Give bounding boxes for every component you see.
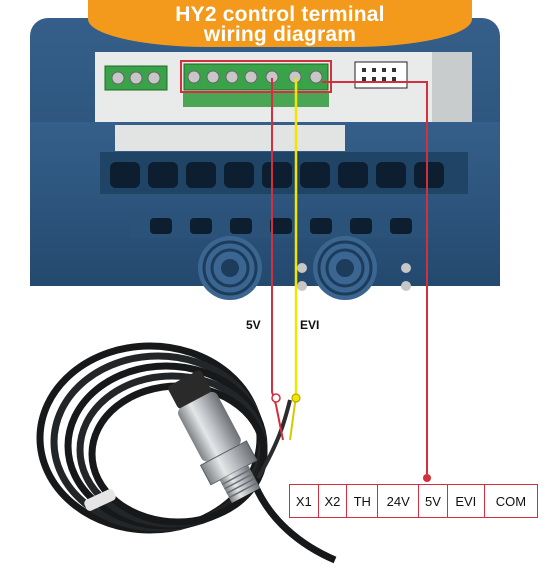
pin-header <box>354 61 408 89</box>
terminal-5v: 5V <box>418 484 448 518</box>
title-line-1: HY2 control terminal <box>175 3 385 26</box>
title-banner: HY2 control terminal wiring diagram <box>88 0 472 47</box>
wire-label-evi: EVI <box>300 318 320 332</box>
drive-body <box>30 18 500 300</box>
cooling-fins <box>100 152 468 238</box>
terminal-x2: X2 <box>317 484 348 518</box>
terminal-com: COM <box>483 484 539 518</box>
terminal-label-table: X1 X2 TH 24V 5V EVI COM <box>289 484 539 518</box>
cable-tie <box>84 489 116 511</box>
terminal-th: TH <box>346 484 379 518</box>
terminal-highlight-box <box>180 60 332 93</box>
pressure-sensor <box>168 370 261 504</box>
table-row: X1 X2 TH 24V 5V EVI COM <box>289 484 539 518</box>
terminal-x1: X1 <box>289 484 319 518</box>
wire-label-5v: 5V <box>246 318 261 332</box>
terminal-24v: 24V <box>377 484 420 518</box>
fan-icon <box>198 236 377 300</box>
terminal-evi: EVI <box>446 484 485 518</box>
cable-coil <box>36 342 337 564</box>
title-line-2: wiring diagram <box>203 23 357 46</box>
wire-leader <box>322 81 428 474</box>
